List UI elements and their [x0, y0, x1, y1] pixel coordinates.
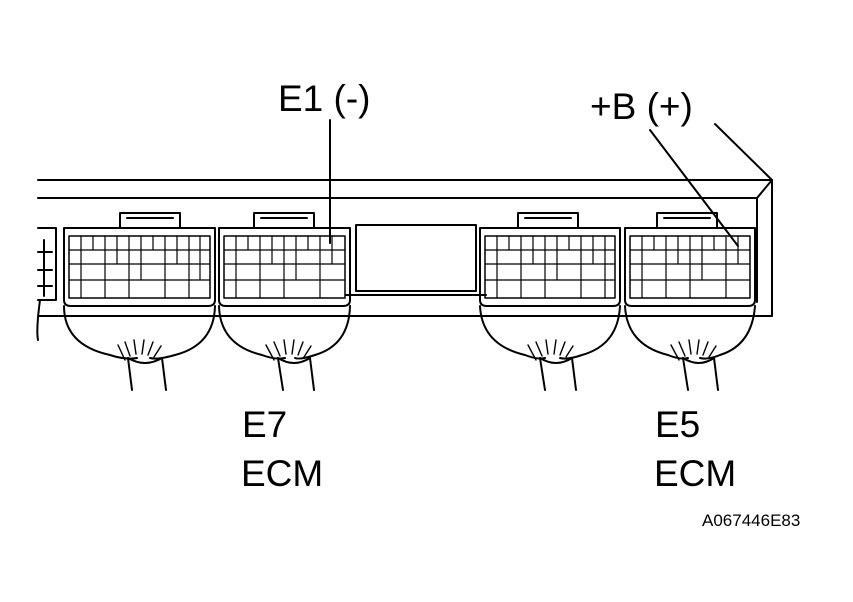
e1-terminal-label: E1 (-)	[278, 78, 371, 119]
figure-id: A067446E83	[702, 511, 801, 530]
connector-e7	[218, 119, 351, 391]
connector-e5	[624, 129, 756, 391]
e7-connector-label: E7	[242, 404, 288, 445]
center-window	[355, 224, 477, 292]
e5-connector-label: E5	[655, 404, 701, 445]
ecm-housing	[37, 123, 773, 317]
e7-ecm-label: ECM	[241, 453, 324, 494]
left-partial-connector	[36, 227, 57, 341]
b-plus-pointer-line	[649, 129, 739, 247]
b-plus-terminal-label: +B (+)	[590, 86, 693, 127]
connector-unmarked-right	[479, 212, 621, 391]
connector-unmarked-left	[63, 212, 216, 391]
e5-ecm-label: ECM	[654, 453, 737, 494]
